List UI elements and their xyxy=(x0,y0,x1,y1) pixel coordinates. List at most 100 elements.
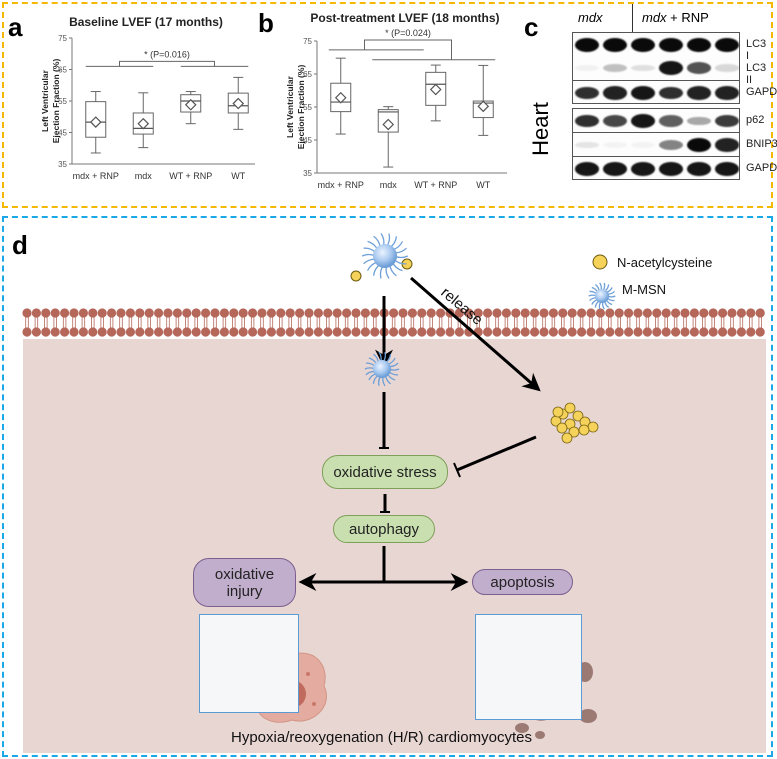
sig-bracket xyxy=(119,60,215,67)
lipid-head xyxy=(426,327,436,337)
blot-band xyxy=(715,38,739,52)
blot-band-label: GAPDH xyxy=(746,162,777,174)
lipid-head xyxy=(266,327,276,337)
blot-group-mdx-rnp-suffix: + RNP xyxy=(666,10,709,25)
top-panel-frame xyxy=(2,2,773,208)
diagram-caption: Hypoxia/reoxygenation (H/R) cardiomyocyt… xyxy=(231,729,532,746)
lipid-head xyxy=(454,327,464,337)
node-autophagy: autophagy xyxy=(333,515,435,543)
lipid-head xyxy=(31,327,41,337)
panel-label-a: a xyxy=(8,12,23,42)
lipid-head xyxy=(454,308,464,318)
lipid-head xyxy=(22,308,32,318)
blot-band-label: LC3 II xyxy=(746,62,767,86)
healthy-cell-frame xyxy=(199,614,299,713)
lipid-head xyxy=(436,308,446,318)
lipid-head xyxy=(548,327,559,337)
lipid-head xyxy=(624,308,634,318)
lipid-head xyxy=(360,327,370,337)
y-tick-label: 45 xyxy=(58,129,67,138)
lipid-head xyxy=(539,308,549,318)
blot-band-strip xyxy=(572,32,740,56)
nac-particle xyxy=(587,421,599,433)
lipid-head xyxy=(276,308,286,318)
lipid-head xyxy=(417,327,427,337)
lipid-head xyxy=(614,308,624,318)
lipid-head xyxy=(558,327,568,337)
lipid-head xyxy=(642,308,653,318)
lipid-head xyxy=(97,327,107,337)
lipid-head xyxy=(520,327,530,337)
lipid-head xyxy=(699,308,709,318)
apoptotic-cell-frame xyxy=(475,614,582,720)
lipid-head xyxy=(219,327,229,337)
inhibit-nac-tbar xyxy=(453,462,461,478)
lipid-head xyxy=(398,308,408,318)
mean-marker xyxy=(477,100,490,113)
nac-particle xyxy=(561,432,573,444)
blot-band xyxy=(631,64,655,72)
lipid-head xyxy=(41,327,51,337)
blot-band xyxy=(687,86,711,100)
blot-band-strip xyxy=(572,132,740,156)
lipid-head xyxy=(718,308,728,318)
nac-legend-icon xyxy=(592,254,608,270)
msn-core xyxy=(595,289,609,303)
lipid-head xyxy=(689,327,700,337)
mean-marker xyxy=(382,118,395,131)
nac-particle-icon xyxy=(350,270,362,282)
lipid-head xyxy=(97,308,107,318)
lipid-head xyxy=(201,327,211,337)
lipid-head xyxy=(445,327,455,337)
blot-band xyxy=(603,162,627,176)
mean-marker xyxy=(232,97,245,110)
blot-band xyxy=(715,138,739,152)
lipid-head xyxy=(567,327,577,337)
lipid-head xyxy=(708,308,718,318)
lipid-head xyxy=(426,308,436,318)
blot-band-label: BNIP3 xyxy=(746,138,777,150)
lipid-head xyxy=(652,327,662,337)
blot-band xyxy=(575,114,599,128)
lipid-head xyxy=(88,308,98,318)
lipid-head xyxy=(163,327,173,337)
lipid-head xyxy=(238,308,248,318)
arrow-release xyxy=(410,276,541,392)
blot-band xyxy=(603,38,627,52)
lipid-head xyxy=(266,308,276,318)
lipid-head xyxy=(50,327,60,337)
lipid-head xyxy=(736,308,747,318)
blot-band xyxy=(659,38,683,52)
blot-band xyxy=(659,162,683,176)
panel-label-d: d xyxy=(12,230,28,260)
blot-band xyxy=(687,116,711,126)
mean-marker xyxy=(429,83,442,96)
nac-particle xyxy=(564,402,576,414)
lipid-head xyxy=(492,308,502,318)
node-oxidative-injury-line2: injury xyxy=(226,582,263,600)
lipid-head xyxy=(191,308,201,318)
lipid-head xyxy=(182,308,192,318)
y-axis-label: Ejection Fraction (%) xyxy=(296,65,306,150)
lipid-head xyxy=(736,327,747,337)
blot-band xyxy=(715,86,739,100)
y-axis-label: Left Ventricular xyxy=(40,69,50,132)
lipid-head xyxy=(642,327,653,337)
lipid-head xyxy=(248,308,258,318)
lipid-head xyxy=(680,308,690,318)
lipid-head xyxy=(182,327,192,337)
lipid-head xyxy=(633,308,643,318)
lipid-head xyxy=(389,327,399,337)
lipid-head xyxy=(60,327,70,337)
blot-band xyxy=(603,142,627,148)
lipid-head xyxy=(323,327,333,337)
lipid-head xyxy=(605,308,615,318)
y-tick-label: 35 xyxy=(303,169,312,178)
blot-band xyxy=(687,38,711,52)
blot-band-label: LC3 I xyxy=(746,38,767,62)
y-tick-label: 45 xyxy=(303,136,312,145)
y-tick-label: 75 xyxy=(303,37,312,46)
legend-msn-label: M-MSN xyxy=(622,282,667,297)
x-tick-label: mdx + RNP xyxy=(318,180,364,190)
blot-band xyxy=(631,86,655,100)
